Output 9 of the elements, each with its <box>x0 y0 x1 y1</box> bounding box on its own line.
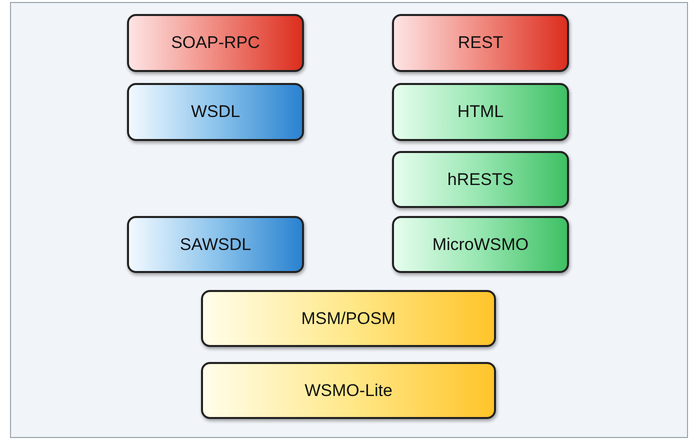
layer-box: WSMO-Lite <box>201 362 496 419</box>
layer-box: MicroWSMO <box>392 216 569 273</box>
layer-box: MSM/POSM <box>201 290 496 347</box>
layer-box: SAWSDL <box>127 216 304 273</box>
layer-box: SOAP-RPC <box>127 14 304 72</box>
layer-box: WSDL <box>127 83 304 141</box>
layer-box: hRESTS <box>392 151 569 208</box>
layer-box: REST <box>392 14 569 72</box>
layer-box: HTML <box>392 83 569 141</box>
